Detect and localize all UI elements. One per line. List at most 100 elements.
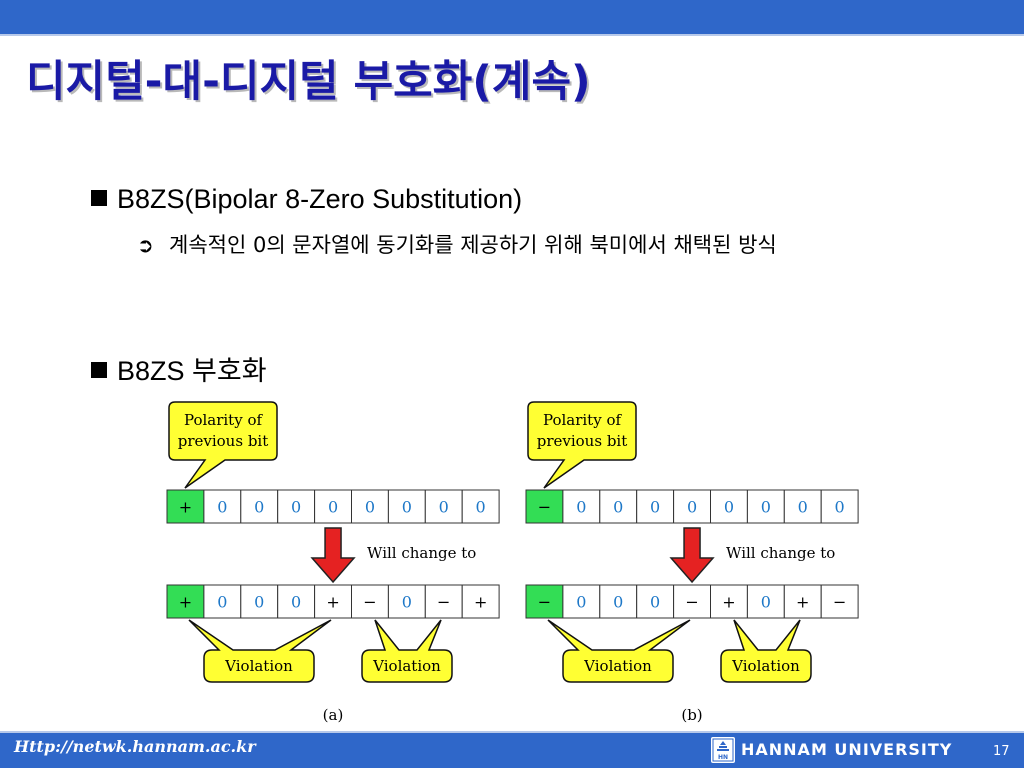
violation-callout [188, 619, 332, 683]
encoded-bits-cell [783, 584, 822, 619]
bullet-b8zs-encoding-text: B8ZS 부호화 [117, 356, 267, 386]
will-change-label: Will change to [726, 544, 835, 562]
original-bits-cell [746, 489, 785, 524]
original-bits-cell [351, 489, 389, 524]
original-bits-cell [277, 489, 316, 524]
bullet-b8zs-text: B8ZS(Bipolar 8-Zero Substitution) [117, 184, 523, 214]
polarity-callout [168, 401, 278, 489]
original-bits-cell [820, 489, 859, 524]
encoded-bits-cell-value: 0 [761, 593, 771, 612]
original-bits-cell-value: − [538, 498, 551, 517]
encoded-bits-cell-value: − [685, 593, 698, 612]
original-bits-cell-value: 0 [365, 498, 375, 517]
footer-rule [0, 731, 1024, 733]
encoded-bits-cell [277, 584, 316, 619]
original-bits-cell-value: 0 [650, 498, 660, 517]
encoded-bits-cell-value: − [363, 593, 376, 612]
encoded-bits-cell [710, 584, 748, 619]
original-bits-cell [710, 489, 748, 524]
original-bits-cell [783, 489, 822, 524]
encoded-bits-cell [240, 584, 279, 619]
original-bits-cell-value: 0 [291, 498, 301, 517]
original-bits-cell-value: 0 [835, 498, 845, 517]
violation-callout [361, 619, 453, 683]
violation-callout [720, 619, 812, 683]
original-bits-cell-value: 0 [761, 498, 771, 517]
original-bits-cell-value: 0 [217, 498, 227, 517]
original-bits-cell [461, 489, 500, 524]
encoded-bits-cell-value: 0 [217, 593, 227, 612]
original-bits-cell [166, 489, 205, 524]
encoded-bits-cell [387, 584, 426, 619]
bullet-b8zs: B8ZS(Bipolar 8-Zero Substitution) [91, 184, 522, 215]
encoded-bits-cell [203, 584, 242, 619]
original-bits-cell-value: 0 [439, 498, 449, 517]
bullet-square-icon [91, 190, 107, 206]
original-bits-cell-value: 0 [687, 498, 697, 517]
panel-caption: (a) [323, 706, 344, 724]
encoded-bits-cell-value: 0 [254, 593, 264, 612]
violation-callout [547, 619, 691, 683]
red-arrow-icon [669, 527, 715, 584]
encoded-bits-cell [525, 584, 564, 619]
original-bits-cell-value: 0 [613, 498, 623, 517]
violation-callout-text: Violation [372, 657, 441, 675]
sub-bullet-text: 계속적인 0의 문자열에 동기화를 제공하기 위해 북미에서 채택된 방식 [169, 233, 777, 257]
encoded-bits-cell-value: + [179, 593, 192, 612]
callout-text-line1: Polarity of [184, 411, 264, 429]
original-bits-cell [562, 489, 601, 524]
encoded-bits-cell [820, 584, 859, 619]
will-change-label: Will change to [367, 544, 476, 562]
violation-callout-text: Violation [731, 657, 800, 675]
encoded-bits-cell [746, 584, 785, 619]
original-bits-cell [636, 489, 675, 524]
svg-text:HN: HN [718, 754, 728, 761]
original-bits-cell [203, 489, 242, 524]
encoded-bits-cell [636, 584, 675, 619]
encoded-bits-cell-value: + [326, 593, 339, 612]
arrow-bullet-icon: ➲ [137, 233, 154, 257]
sub-bullet: ➲ 계속적인 0의 문자열에 동기화를 제공하기 위해 북미에서 채택된 방식 [137, 229, 937, 261]
panel-caption: (b) [681, 706, 702, 724]
red-arrow-icon [310, 527, 356, 584]
polarity-callout [527, 401, 637, 489]
encoded-bits-cell [562, 584, 601, 619]
original-bits-cell [240, 489, 279, 524]
original-bits-cell [387, 489, 426, 524]
encoded-bits-cell [166, 584, 205, 619]
encoded-bits-cell-value: 0 [576, 593, 586, 612]
violation-callout-text: Violation [224, 657, 293, 675]
encoded-bits-cell-value: − [538, 593, 551, 612]
original-bits-cell-value: 0 [798, 498, 808, 517]
encoded-bits-cell-value: − [437, 593, 450, 612]
page-number: 17 [993, 744, 1010, 759]
original-bits-cell [424, 489, 463, 524]
bullet-b8zs-encoding: B8ZS 부호화 [91, 349, 267, 388]
original-bits-cell [314, 489, 353, 524]
original-bits-cell-value: 0 [576, 498, 586, 517]
encoded-bits-cell-value: 0 [402, 593, 412, 612]
encoded-bits-cell-value: 0 [613, 593, 623, 612]
encoded-bits-cell-value: + [796, 593, 809, 612]
encoded-bits-cell-value: − [833, 593, 846, 612]
header-bar [0, 0, 1024, 34]
header-rule [0, 34, 1024, 36]
encoded-bits-cell [461, 584, 500, 619]
violation-callout-text: Violation [583, 657, 652, 675]
slide-title: 디지털-대-디지털 부호화(계속) [26, 57, 591, 107]
footer-url-link[interactable]: Http://netwk.hannam.ac.kr [14, 737, 256, 756]
encoded-bits-cell-value: 0 [291, 593, 301, 612]
original-bits-cell-value: 0 [254, 498, 264, 517]
encoded-bits-cell [424, 584, 463, 619]
original-bits-cell [673, 489, 711, 524]
callout-text-line2: previous bit [178, 432, 269, 450]
footer-bar [0, 733, 1024, 768]
hannam-logo-icon: HN [711, 737, 735, 763]
original-bits-cell-value: 0 [402, 498, 412, 517]
callout-text-line1: Polarity of [543, 411, 623, 429]
encoded-bits-cell [673, 584, 711, 619]
original-bits-cell [525, 489, 564, 524]
encoded-bits-cell-value: 0 [650, 593, 660, 612]
